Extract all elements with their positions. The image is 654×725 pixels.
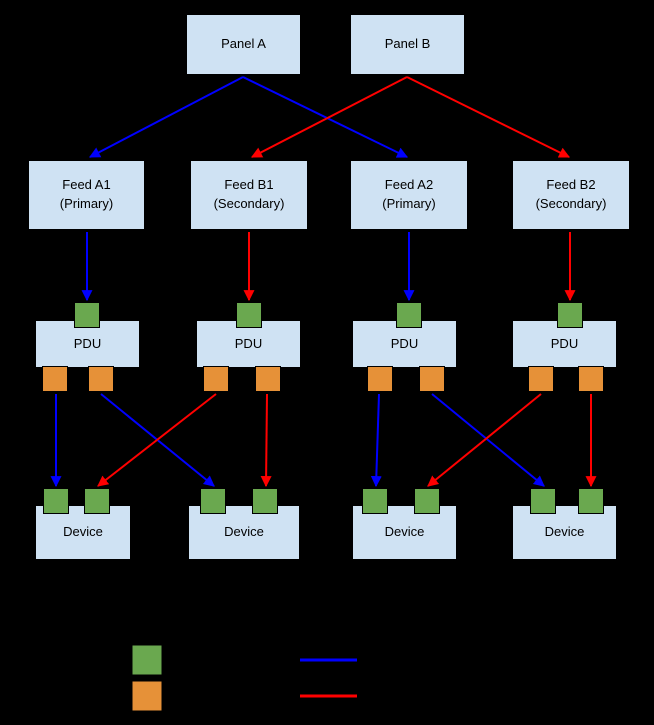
feed-a2-role: (Primary) <box>382 196 436 211</box>
device-1-input-port-right <box>84 488 110 514</box>
arrow-pdu-2-to-device-2 <box>260 393 272 488</box>
pdu-1-input-port <box>74 302 100 328</box>
pdu-2-input-port <box>236 302 262 328</box>
pdu-2-node: PDU <box>196 320 301 368</box>
pdu-4-output-port-right <box>578 366 604 392</box>
device-4-input-port-left <box>530 488 556 514</box>
panel-a-label: Panel A <box>221 36 266 52</box>
feed-b1-name: Feed B1 <box>224 177 274 193</box>
legend-input-port-swatch <box>131 644 163 676</box>
feed-a1-node: Feed A1 (Primary) <box>28 160 145 230</box>
device-1-input-port-left <box>43 488 69 514</box>
feed-a1-role: (Primary) <box>59 196 114 211</box>
arrow-panel-a-to-feed-a1 <box>89 76 244 158</box>
device-2-input-port-right <box>252 488 278 514</box>
pdu-2-label: PDU <box>234 335 263 351</box>
device-2-node: Device <box>188 505 300 560</box>
device-3-label: Device <box>384 524 425 540</box>
arrow-pdu-3-to-device-4 <box>431 393 545 487</box>
pdu-2-output-port-right <box>255 366 281 392</box>
pdu-1-label: PDU <box>73 335 102 351</box>
pdu-3-node: PDU <box>352 320 457 368</box>
pdu-3-label: PDU <box>390 335 419 351</box>
device-4-input-port-right <box>578 488 604 514</box>
pdu-1-output-port-right <box>88 366 114 392</box>
pdu-4-node: PDU <box>512 320 617 368</box>
feed-b2-name: Feed B2 <box>546 177 596 193</box>
pdu-3-input-port <box>396 302 422 328</box>
device-3-input-port-left <box>362 488 388 514</box>
device-2-label: Device <box>224 524 264 540</box>
arrow-pdu-3-to-device-3 <box>370 393 382 488</box>
feed-b1-role: (Secondary) <box>213 196 285 211</box>
legend-output-port-swatch <box>131 680 163 712</box>
feed-a2-node: Feed A2 (Primary) <box>350 160 468 230</box>
arrow-panel-b-to-feed-b2 <box>406 76 570 158</box>
feed-b1-node: Feed B1 (Secondary) <box>190 160 308 230</box>
feed-b2-role: (Secondary) <box>535 196 607 211</box>
arrow-pdu-4-to-device-3 <box>427 393 542 487</box>
panel-b-label: Panel B <box>384 36 431 52</box>
device-3-node: Device <box>352 505 457 560</box>
panel-b-node: Panel B <box>350 14 465 75</box>
pdu-4-input-port <box>557 302 583 328</box>
arrow-panel-b-to-feed-b1 <box>251 76 408 158</box>
device-1-node: Device <box>35 505 131 560</box>
pdu-3-output-port-right <box>419 366 445 392</box>
device-1-label: Device <box>63 524 103 540</box>
device-3-input-port-right <box>414 488 440 514</box>
device-4-node: Device <box>512 505 617 560</box>
pdu-4-output-port-left <box>528 366 554 392</box>
device-2-input-port-left <box>200 488 226 514</box>
pdu-1-node: PDU <box>35 320 140 368</box>
pdu-2-output-port-left <box>203 366 229 392</box>
feed-a1-name: Feed A1 <box>62 177 111 193</box>
pdu-1-output-port-left <box>42 366 68 392</box>
feed-a2-name: Feed A2 <box>384 177 434 193</box>
arrow-pdu-2-to-device-1 <box>97 393 217 487</box>
device-4-label: Device <box>544 524 585 540</box>
arrow-panel-a-to-feed-a2 <box>242 76 408 158</box>
pdu-4-label: PDU <box>550 335 579 351</box>
feed-b2-node: Feed B2 (Secondary) <box>512 160 630 230</box>
panel-a-node: Panel A <box>186 14 301 75</box>
pdu-3-output-port-left <box>367 366 393 392</box>
